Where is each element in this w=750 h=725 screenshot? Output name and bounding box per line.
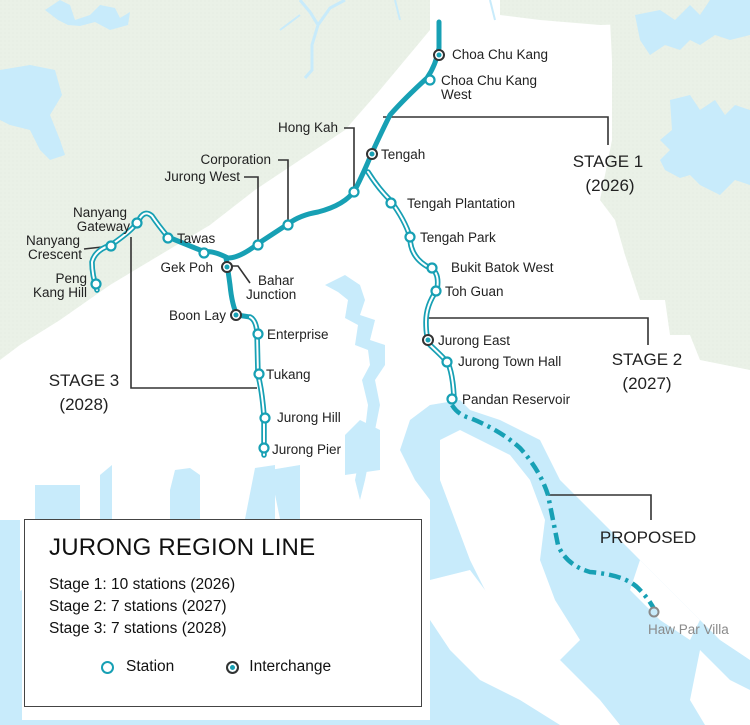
label-bahar-junction-2: Junction [246,287,296,302]
station-haw-par-villa[interactable] [648,606,660,618]
legend-key-station-label: Station [126,658,175,675]
peninsula-southeast-2 [690,650,750,725]
peninsula-south [430,570,620,725]
stage-3-label: STAGE 3 [49,371,120,390]
label-tengah-plantation: Tengah Plantation [407,196,515,211]
legend-stage-1: Stage 1: 10 stations (2026) [49,576,236,593]
station-enterprise[interactable] [252,328,264,340]
label-peng-kang-hill-1: Peng [55,271,87,286]
stage-labels: STAGE 1 (2026) STAGE 2 (2027) STAGE 3 (2… [49,152,696,547]
legend-title: JURONG REGION LINE [49,534,316,561]
label-jurong-pier: Jurong Pier [272,442,342,457]
reservoir-east-north [635,0,750,55]
label-jurong-town-hall: Jurong Town Hall [458,354,561,369]
reservoir-west [0,65,65,160]
label-nanyang-gateway-1: Nanyang [73,205,127,220]
station-hong-kah[interactable] [348,186,360,198]
interchange-tengah[interactable] [366,148,378,160]
station-nanyang-crescent[interactable] [105,240,117,252]
station-peng-kang-hill[interactable] [90,278,102,290]
label-choa-chu-kang-west-2: West [441,87,472,102]
interchange-gek-poh[interactable] [221,261,233,273]
station-icon [101,660,114,674]
interchange-choa-chu-kang[interactable] [433,49,445,61]
label-enterprise: Enterprise [267,327,329,342]
station-tengah-plantation[interactable] [385,197,397,209]
station-bukit-batok-west[interactable] [426,262,438,274]
interchanges [221,49,660,618]
pier-6 [345,420,380,475]
pier-3 [170,468,200,519]
label-jurong-west: Jurong West [164,169,240,184]
legend-key-interchange: Interchange [226,658,331,676]
station-nanyang-gateway[interactable] [131,217,143,229]
label-jurong-east: Jurong East [438,333,510,348]
land-northwest [0,0,430,360]
station-tukang[interactable] [253,368,265,380]
station-corporation[interactable] [282,219,294,231]
jurong-island [440,430,580,660]
station-pandan-reservoir[interactable] [446,393,458,405]
reservoir-east [660,95,750,195]
label-haw-par-villa: Haw Par Villa [648,622,729,637]
label-choa-chu-kang-west-1: Choa Chu Kang [441,73,537,88]
station-labels: Choa Chu Kang Choa Chu Kang West Hong Ka… [26,47,729,637]
stream-north [298,0,346,79]
station-jurong-hill[interactable] [259,412,271,424]
peninsula-southeast [630,560,700,640]
legend-stage-2: Stage 2: 7 stations (2027) [49,598,227,615]
legend-stage-3: Stage 3: 7 stations (2028) [49,620,227,637]
station-jurong-pier[interactable] [258,442,270,454]
station-jurong-town-hall[interactable] [441,356,453,368]
stream-north-2 [279,14,301,31]
stage-3-year: (2028) [59,395,108,414]
label-bukit-batok-west: Bukit Batok West [451,260,554,275]
stations [90,74,458,454]
label-hong-kah: Hong Kah [278,120,338,135]
label-nanyang-crescent-2: Crescent [28,247,82,262]
label-peng-kang-hill-2: Kang Hill [33,285,87,300]
label-gek-poh: Gek Poh [160,260,213,275]
station-jurong-west[interactable] [252,239,264,251]
station-tawas[interactable] [162,232,174,244]
label-boon-lay: Boon Lay [169,308,226,323]
label-corporation: Corporation [200,152,271,167]
label-toh-guan: Toh Guan [445,284,504,299]
stage-1-year: (2026) [585,176,634,195]
legend: JURONG REGION LINE Stage 1: 10 stations … [24,519,422,707]
label-nanyang-crescent-1: Nanyang [26,233,80,248]
label-tawas: Tawas [177,231,216,246]
pier-5 [270,465,300,519]
stage-1-label: STAGE 1 [573,152,644,171]
label-tukang: Tukang [266,367,311,382]
legend-keys: Station Interchange [101,658,331,676]
stage-2-year: (2027) [622,374,671,393]
stream-top-center [394,0,496,21]
station-tengah-park[interactable] [404,231,416,243]
line-proposed [450,403,658,612]
pier-1 [35,485,80,519]
label-nanyang-gateway-2: Gateway [77,219,131,234]
station-bahar-junction-dummy[interactable] [198,247,210,259]
station-choa-chu-kang-west[interactable] [424,74,436,86]
label-tengah: Tengah [381,147,425,162]
pier-2 [100,465,112,519]
interchange-jurong-east[interactable] [422,334,434,346]
proposed-label: PROPOSED [600,528,696,547]
label-jurong-hill: Jurong Hill [277,410,341,425]
label-choa-chu-kang: Choa Chu Kang [452,47,548,62]
stage-2-label: STAGE 2 [612,350,683,369]
reservoir-north [45,0,130,30]
label-tengah-park: Tengah Park [420,230,496,245]
station-toh-guan[interactable] [430,285,442,297]
label-pandan-reservoir: Pandan Reservoir [462,392,571,407]
leader-lines [83,116,652,520]
legend-key-interchange-label: Interchange [249,658,332,675]
legend-key-station: Station [101,658,174,676]
interchange-icon [226,660,240,674]
label-bahar-junction-1: Bahar [258,273,295,288]
interchange-boon-lay[interactable] [230,309,242,321]
pier-4 [245,465,275,519]
